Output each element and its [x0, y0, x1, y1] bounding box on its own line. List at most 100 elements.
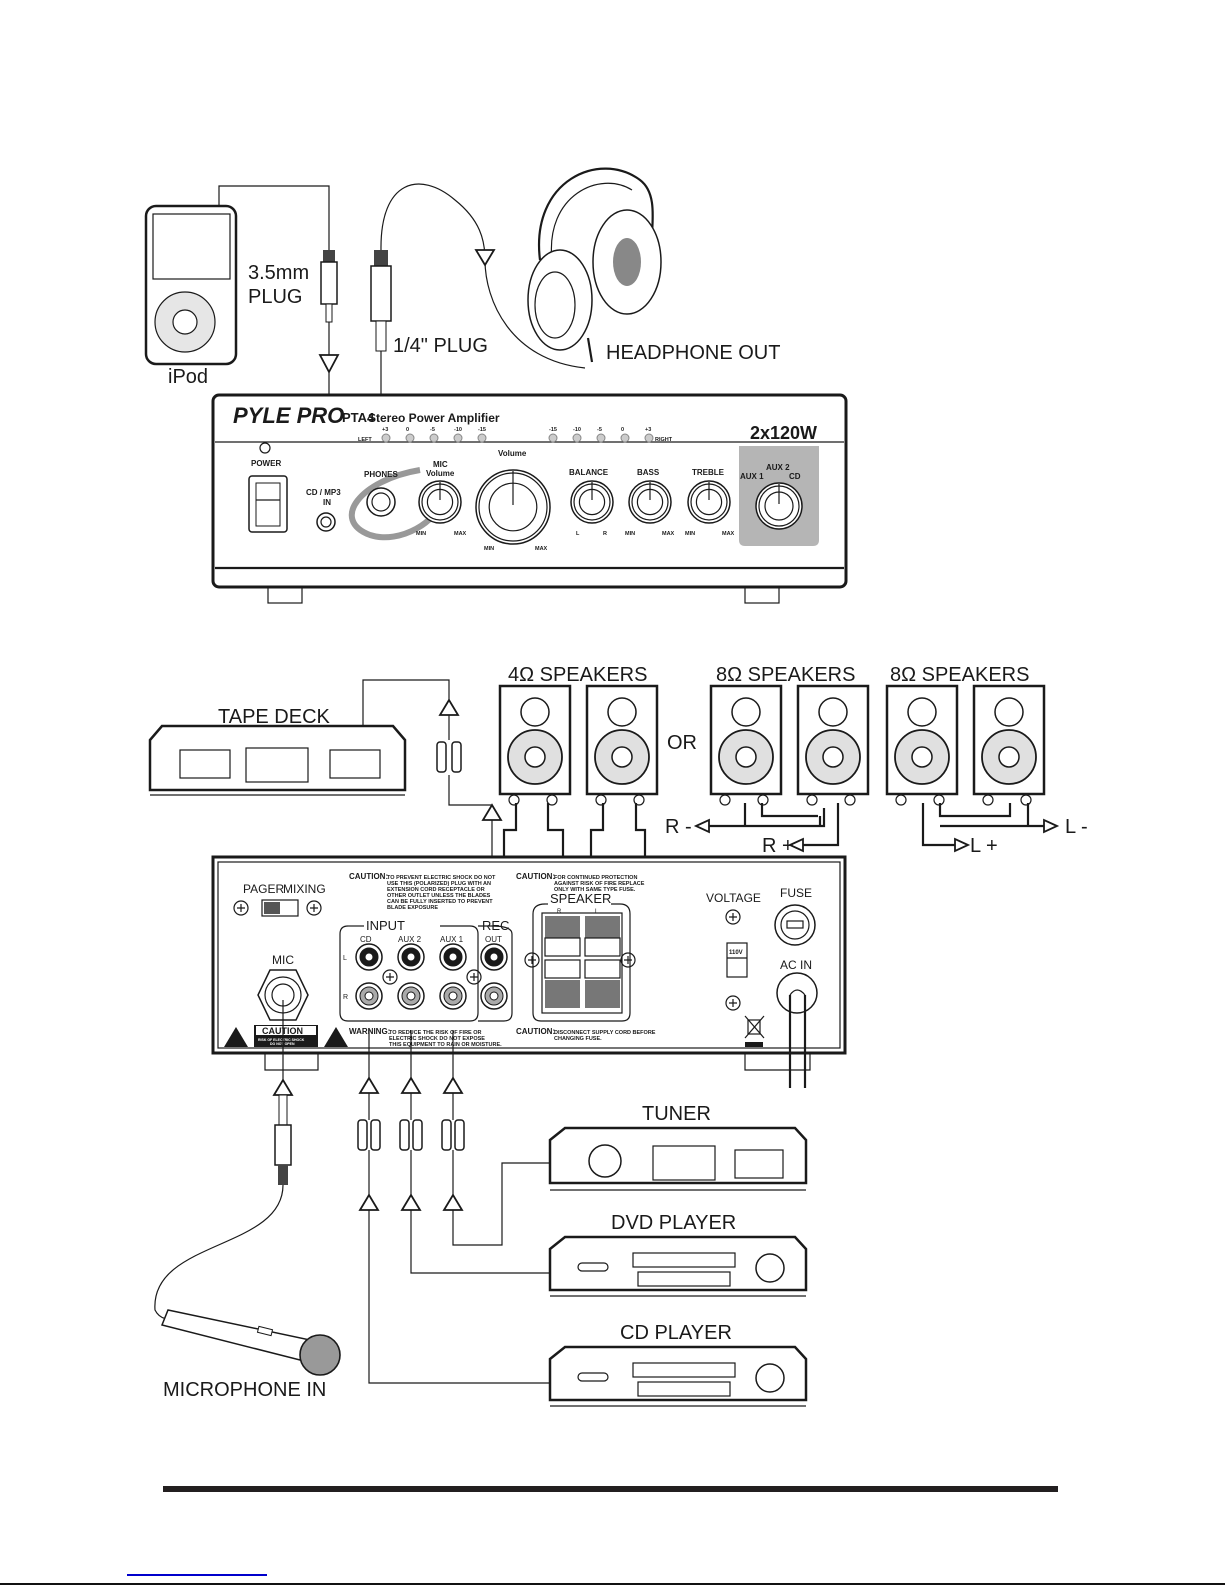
rca-jack-rec-out-l[interactable] [480, 943, 508, 971]
input-group-label: INPUT [366, 918, 405, 933]
meter-led [477, 433, 487, 443]
phones-jack[interactable] [366, 487, 396, 517]
meter-tick-label: 0 [406, 427, 409, 433]
balance-knob[interactable] [570, 480, 614, 524]
channel-r-label: R [343, 994, 348, 1001]
arrow-up-icon [442, 1076, 464, 1094]
arrow-down-icon [318, 354, 340, 374]
arrow-up-icon [438, 698, 460, 716]
ipod-label: iPod [168, 366, 208, 388]
arrow-up-icon [358, 1076, 380, 1094]
dvd-player-illustration [548, 1235, 808, 1297]
footer-link-underline[interactable] [127, 1574, 267, 1576]
speaker-group-border [532, 903, 631, 1022]
treble-knob[interactable] [687, 480, 731, 524]
r-plus-label: R + [762, 835, 794, 857]
model-name: PTA4 [342, 410, 375, 425]
brand-logo: PYLE PRO [233, 403, 344, 428]
meter-led [596, 433, 606, 443]
meter-led [644, 433, 654, 443]
cd-mp3-jack[interactable] [316, 512, 336, 532]
tuner-label: TUNER [642, 1103, 711, 1125]
power-switch[interactable] [248, 475, 288, 533]
headphone-cable [380, 183, 586, 369]
fuse-holder[interactable] [774, 904, 816, 946]
ac-power-cord [776, 972, 818, 1088]
screw-icon [725, 995, 741, 1011]
rca-jack-aux1-r[interactable] [439, 982, 467, 1010]
cd-mp3-in-label: IN [323, 498, 331, 507]
fuse-label: FUSE [780, 886, 812, 900]
screw-icon [233, 900, 249, 916]
meter-tick-label: +3 [382, 427, 388, 433]
mic-label: MIC [433, 460, 448, 469]
cd-mp3-label: CD / MP3 [306, 488, 341, 497]
mic-volume-knob[interactable] [418, 480, 462, 524]
rca-cable [441, 1030, 552, 1246]
screw-icon [725, 909, 741, 925]
caution-badge-sub-1: RISK OF ELECTRIC SHOCK [258, 1038, 305, 1042]
terminal-icon [982, 794, 994, 806]
mic-max-label: MAX [454, 531, 467, 537]
rca-jack-cd-r[interactable] [355, 982, 383, 1010]
mixing-label: MIXING [283, 882, 326, 896]
speaker-r-label: R [557, 909, 562, 915]
arrow-up-icon [400, 1076, 422, 1094]
arrow-up-icon [400, 1193, 422, 1211]
speakers [498, 684, 1046, 806]
r-minus-label: R - [665, 816, 692, 838]
terminal-icon [633, 794, 645, 806]
footer-rule [163, 1486, 1058, 1492]
terminal-icon [595, 794, 607, 806]
screw-icon [466, 969, 482, 985]
meter-tick-label: -5 [597, 427, 602, 433]
balance-r-label: R [603, 531, 607, 537]
notice-line: ELECTRIC SHOCK DO NOT EXPOSE [389, 1036, 485, 1042]
arrow-down-icon [474, 249, 496, 267]
lightning-warning-icon [224, 1027, 248, 1047]
voltage-selector[interactable] [726, 942, 748, 978]
meter-led [381, 433, 391, 443]
rca-plug [454, 1119, 465, 1151]
pager-mixing-switch[interactable] [261, 899, 299, 917]
meter-tick-label: -10 [573, 427, 581, 433]
speaker-terminals[interactable] [541, 912, 623, 1014]
rca-cable [399, 1030, 552, 1274]
logo-swoosh [348, 467, 443, 541]
meter-right-label: RIGHT [655, 437, 673, 443]
quarter-inch-mic-plug [274, 1094, 292, 1185]
screw-icon [524, 952, 540, 968]
rca-jack-cd-l[interactable] [355, 943, 383, 971]
arrow-up-icon [272, 1078, 294, 1096]
notice-line: OTHER OUTLET UNLESS THE BLADES [387, 893, 491, 899]
wattage-label: 2x120W [750, 423, 817, 443]
rca-plug [357, 1119, 368, 1151]
tape-deck-label: TAPE DECK [218, 706, 331, 728]
rca-jack-aux2-l[interactable] [397, 943, 425, 971]
plug-35mm-label: 3.5mm [248, 262, 309, 284]
meter-led [453, 433, 463, 443]
terminal-icon [508, 794, 520, 806]
notice-line: TO REDUCE THE RISK OF FIRE OR [389, 1030, 482, 1036]
screw-icon [306, 900, 322, 916]
headphone-out-label: HEADPHONE OUT [606, 342, 780, 364]
rca-jack-aux2-r[interactable] [397, 982, 425, 1010]
tweeter [520, 697, 550, 727]
tweeter [818, 697, 848, 727]
meter-led [429, 433, 439, 443]
master-volume-knob[interactable] [475, 469, 551, 545]
bass-knob[interactable] [628, 480, 672, 524]
terminal-icon [1020, 794, 1032, 806]
arrow-up-icon [481, 803, 503, 821]
treble-label: TREBLE [692, 468, 725, 477]
rca-jack-aux1-l[interactable] [439, 943, 467, 971]
rca-jack-rec-out-r[interactable] [480, 982, 508, 1010]
input-selector-knob[interactable] [755, 482, 803, 530]
notice-line: CHANGING FUSE. [554, 1036, 602, 1042]
microphone-illustration [160, 1309, 341, 1376]
exclamation-warning-icon [324, 1027, 348, 1047]
speaker-cabinet [972, 684, 1046, 806]
arrow-right-icon [1043, 818, 1060, 834]
